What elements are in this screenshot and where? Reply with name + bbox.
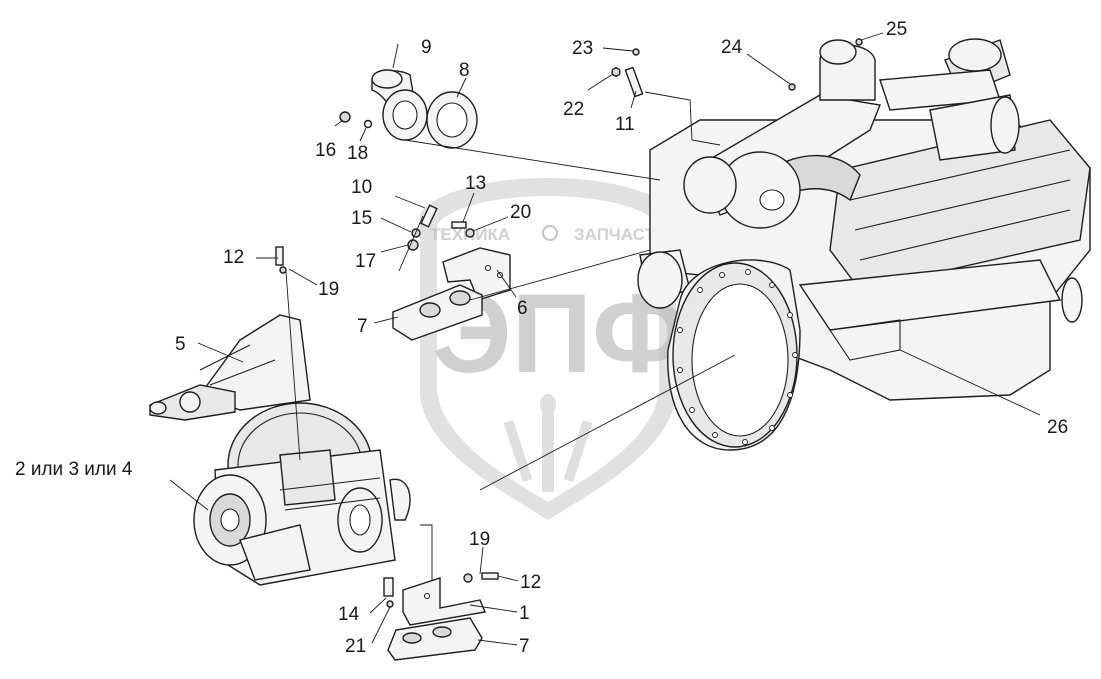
callout-26: 26 xyxy=(1047,417,1068,438)
callout-13: 13 xyxy=(465,173,486,194)
callout-7-upper: 7 xyxy=(357,316,368,337)
support-arm-5 xyxy=(149,314,311,421)
engine-mount-7-upper xyxy=(392,284,483,341)
callout-20: 20 xyxy=(510,202,531,223)
callout-25: 25 xyxy=(886,19,907,40)
callout-1: 1 xyxy=(519,603,530,624)
callout-6: 6 xyxy=(517,298,528,319)
engine-mount-7-lower xyxy=(387,617,483,661)
lower-bracket-1 xyxy=(402,577,486,626)
callout-19-top: 19 xyxy=(318,279,339,300)
callout-19-bottom: 19 xyxy=(469,529,490,550)
callout-18: 18 xyxy=(347,143,368,164)
callout-12-top: 12 xyxy=(223,247,244,268)
callout-12-bottom: 12 xyxy=(520,572,541,593)
gearbox xyxy=(193,402,411,586)
callout-5: 5 xyxy=(175,334,186,355)
callout-15: 15 xyxy=(351,208,372,229)
nut-washer-16-18 xyxy=(339,111,373,129)
exhaust-elbow xyxy=(371,69,428,141)
small-fasteners xyxy=(407,38,863,251)
callout-8: 8 xyxy=(459,60,470,81)
callout-14: 14 xyxy=(338,604,360,625)
callout-10: 10 xyxy=(351,177,372,198)
callout-9: 9 xyxy=(421,37,432,58)
callout-2-or-3-or-4: 2 или 3 или 4 xyxy=(15,459,133,480)
engine-block xyxy=(637,38,1091,451)
watermark-wheat-icon xyxy=(503,394,593,492)
leader-lines xyxy=(169,32,1041,646)
callout-11: 11 xyxy=(615,114,635,135)
callout-21: 21 xyxy=(345,636,366,657)
callout-16: 16 xyxy=(315,140,336,161)
watermark-line2: ЗАПЧАСТИ xyxy=(574,225,667,244)
bracket-6 xyxy=(442,247,511,301)
watermark: ТЕХНИКА ЗАПЧАСТИ ЭПФ xyxy=(420,178,688,520)
callout-22: 22 xyxy=(563,99,584,120)
flywheel-bolts xyxy=(677,269,798,445)
callout-7-lower: 7 xyxy=(519,636,530,657)
watermark-gear-icon xyxy=(542,225,558,241)
callout-labels: 9 8 16 18 23 22 11 24 25 10 13 20 15 17 … xyxy=(15,19,1068,657)
exhaust-gasket xyxy=(426,91,478,149)
callout-23: 23 xyxy=(572,38,593,59)
callout-17: 17 xyxy=(355,251,376,272)
callout-24: 24 xyxy=(721,37,743,58)
